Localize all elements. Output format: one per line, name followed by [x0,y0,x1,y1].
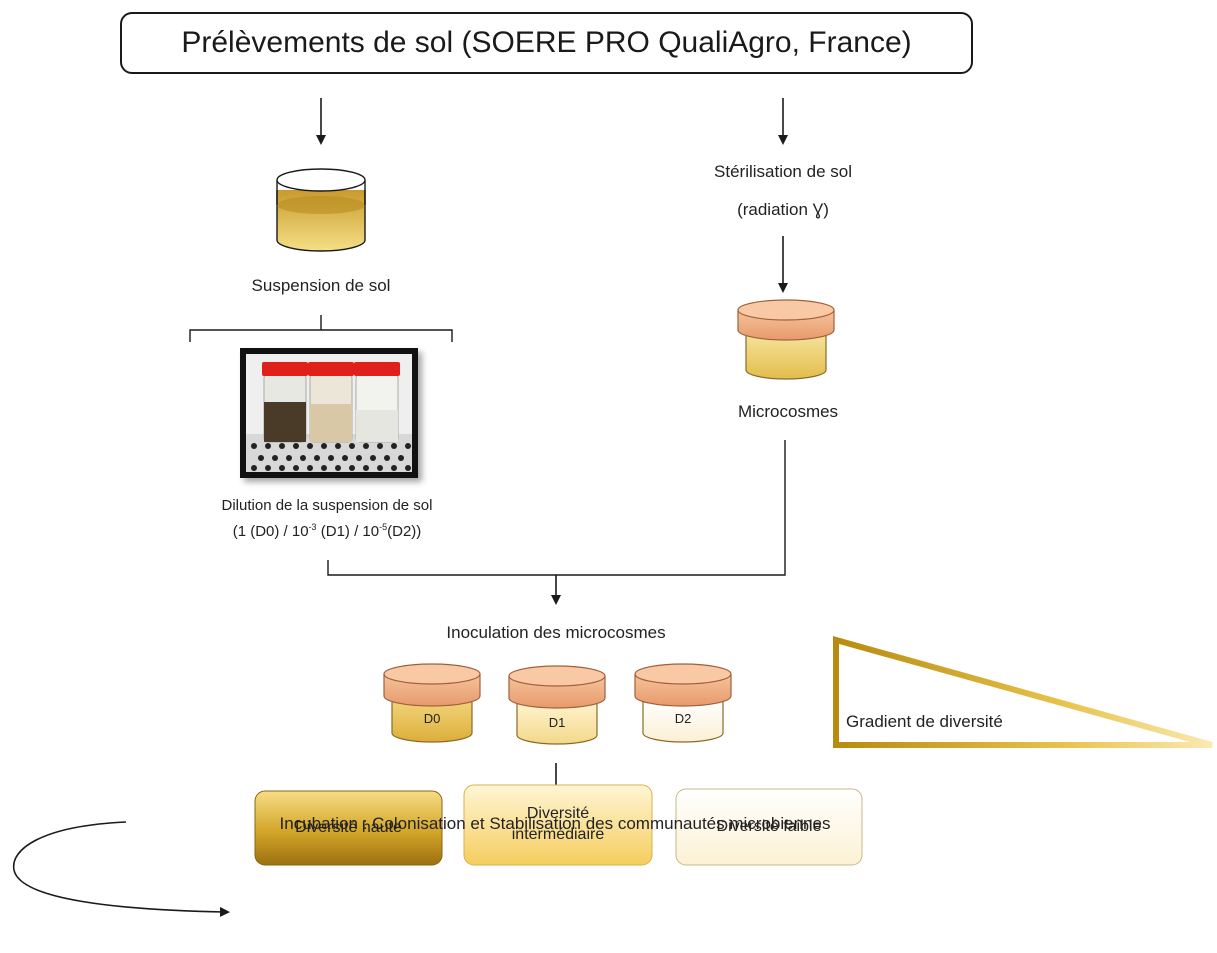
result-box-high: Diversité haute [255,791,442,865]
result-box-high-bg [254,790,443,866]
result-box-low: Diversité faible [676,789,862,865]
result-mid-line2: intermédiaire [511,826,605,843]
curved-arrow-to-results [12,821,230,917]
bracket [189,329,453,342]
title-text: Prélèvements de sol (SOERE PRO QualiAgro… [181,26,912,59]
pot-d0-icon [383,663,481,743]
pot-label-d1: D1 [548,715,566,730]
inoculation-label: Inoculation des microcosmes [446,623,666,642]
pot-label-d0: D0 [423,711,441,726]
sterilisation-label-line1: Stérilisation de sol [714,162,852,181]
diversity-gradient-triangle [833,636,1213,748]
title-box: Prélèvements de sol (SOERE PRO QualiAgro… [120,12,973,74]
suspension-label: Suspension de sol [251,276,391,295]
pot-d2-icon [634,663,732,743]
result-low-line1: Diversité faible [716,817,822,835]
incubation-label: Incubation : Colonisation et Stabilisati… [279,814,831,833]
microcosm-pot-icon [737,299,835,380]
dilution-label-line1: Dilution de la suspension de sol [221,497,433,514]
result-high-line1: Diversité haute [295,818,402,836]
pot-d1-icon [508,665,606,745]
pot-label-d2: D2 [674,711,692,726]
gradient-label: Gradient de diversité [846,712,1003,731]
result-mid-line1: Diversité [526,805,590,823]
result-box-low-bg [675,788,863,866]
sterilisation-label-line2: (radiation Ɣ) [737,200,829,219]
beaker-icon [276,168,366,252]
dilution-label-line2: (1 (D0) / 10-3 (D1) / 10-5(D2)) [232,522,422,540]
dilution-tubes-image [246,354,412,472]
result-box-mid-bg [463,784,653,866]
dilution-photo [240,348,418,478]
result-box-mid: Diversité intermédiaire [464,785,652,865]
microcosmes-label: Microcosmes [737,402,839,421]
